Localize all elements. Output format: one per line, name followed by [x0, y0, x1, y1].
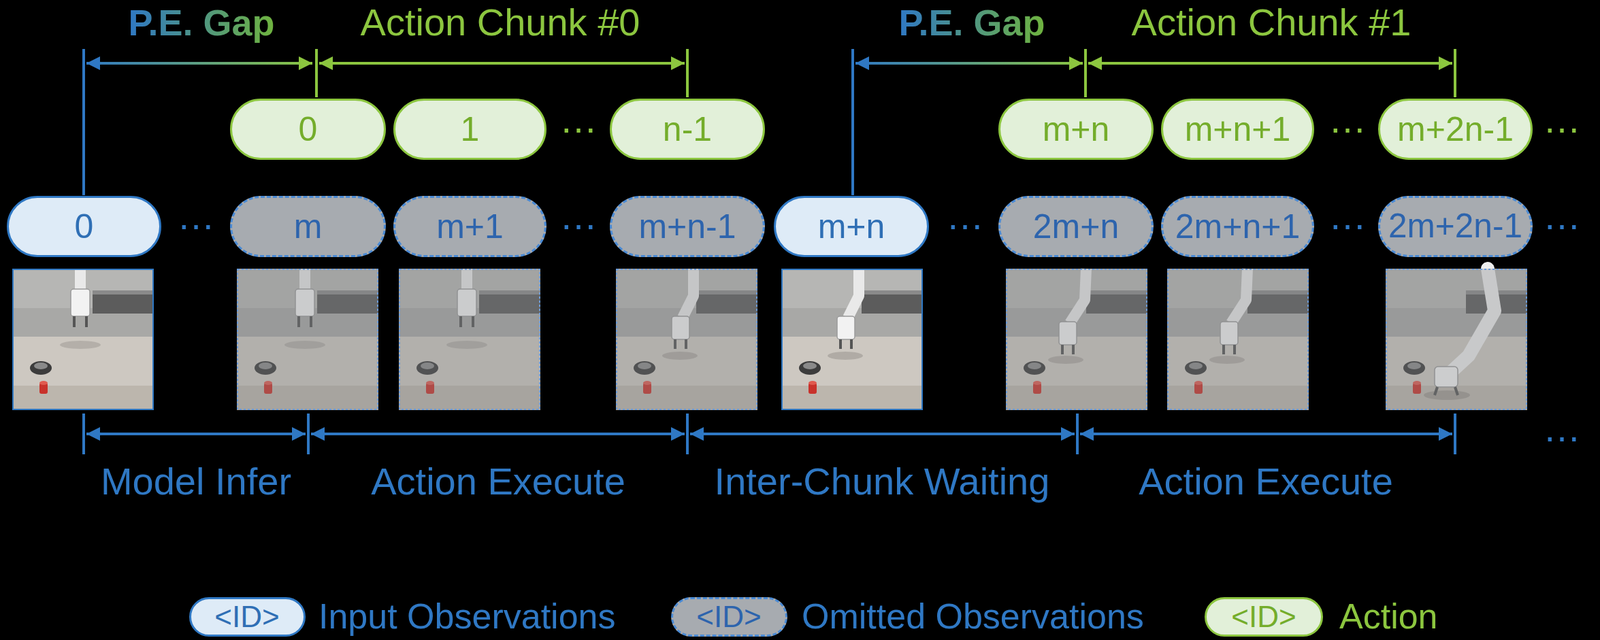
ellipsis: … — [559, 98, 598, 142]
action-pill: m+2n-1 — [1378, 98, 1533, 160]
pill-text: 2m+n+1 — [1175, 209, 1300, 244]
phase-label: Inter-Chunk Waiting — [714, 460, 1051, 504]
pill-text: m+n+1 — [1184, 112, 1292, 147]
chunk-label: Action Chunk #1 — [1131, 0, 1412, 45]
ellipsis: … — [1328, 98, 1367, 142]
ellipsis: … — [559, 194, 598, 239]
legend-sample-text: <ID> — [696, 600, 761, 635]
pill-text: m+n — [818, 209, 886, 244]
top-brackets — [83, 49, 1456, 196]
legend-sample-text: <ID> — [214, 600, 280, 635]
pill-text: 0 — [298, 112, 318, 147]
ellipsis: … — [1328, 194, 1367, 239]
action-pill: n-1 — [609, 98, 765, 160]
omitted-observation-pill: 2m+2n-1 — [1378, 196, 1533, 258]
phase-label: Action Execute — [1138, 460, 1394, 504]
phase-label: Model Infer — [100, 460, 292, 504]
omitted-observation-pill: m+1 — [393, 196, 547, 258]
ellipsis: … — [176, 194, 216, 239]
frame-images — [12, 268, 1528, 411]
omitted-observation-pill: m — [230, 196, 386, 258]
omitted-observation-pill: 2m+n+1 — [1161, 196, 1315, 258]
pill-text: m+n — [1042, 112, 1110, 147]
legend-sample-text: <ID> — [1231, 600, 1296, 635]
pill-text: 1 — [460, 112, 480, 147]
ellipsis: … — [1542, 194, 1581, 239]
pill-text: 2m+n — [1033, 209, 1119, 244]
chunk-label: Action Chunk #0 — [360, 0, 641, 45]
action-pill: m+n+1 — [1161, 98, 1315, 160]
ellipsis: … — [1542, 98, 1581, 142]
phase-label: Action Execute — [370, 460, 626, 504]
input-observation-pill: 0 — [6, 196, 162, 258]
pill-text: 0 — [74, 209, 94, 244]
pill-text: m+n-1 — [638, 209, 736, 244]
pill-text: m+2n-1 — [1397, 112, 1514, 147]
gap-label: P.E. Gap — [898, 1, 1045, 44]
bottom-brackets — [83, 413, 1456, 455]
input-observation-pill: m+n — [773, 196, 929, 258]
pill-text: m+1 — [436, 209, 504, 244]
ellipsis: … — [1542, 406, 1581, 451]
legend-text: Omitted Observations — [801, 596, 1145, 638]
gap-label: P.E. Gap — [127, 1, 275, 44]
omitted-observation-pill: 2m+n — [998, 196, 1154, 258]
pill-text: 2m+2n-1 — [1388, 209, 1523, 244]
action-pill: 0 — [230, 98, 386, 160]
legend-text: Input Observations — [318, 596, 616, 638]
pill-text: m — [294, 209, 323, 244]
pill-text: n-1 — [662, 112, 712, 147]
legend-text: Action — [1339, 596, 1439, 638]
omitted-observation-pill: m+n-1 — [609, 196, 765, 258]
action-pill: 1 — [393, 98, 547, 160]
action-pill: m+n — [998, 98, 1154, 160]
ellipsis: … — [945, 194, 985, 239]
